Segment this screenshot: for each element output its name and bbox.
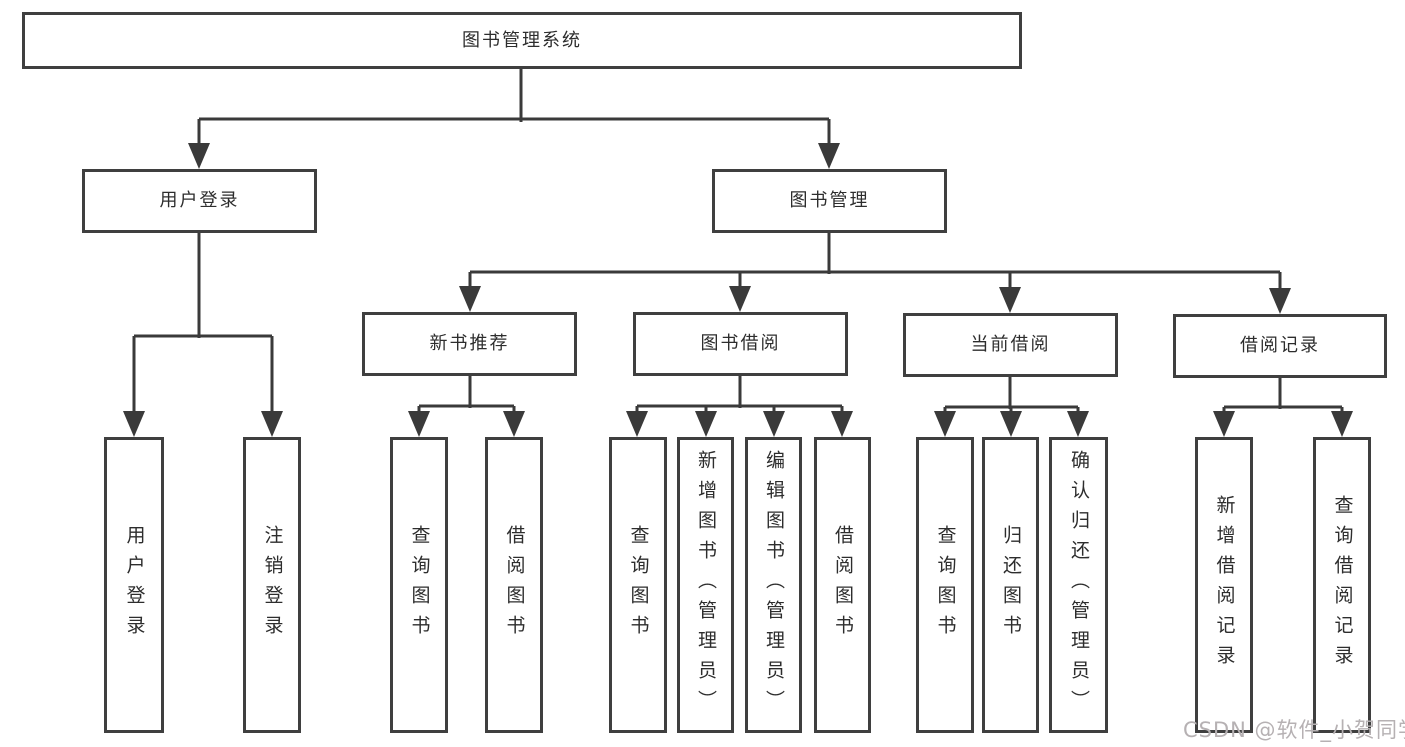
arrowhead: [999, 287, 1021, 313]
arrowhead: [1269, 288, 1291, 314]
leaf-confirm-return-admin: 确认归还（管理员）: [1049, 437, 1108, 733]
arrowhead: [188, 143, 210, 169]
node-book-borrowing: 图书借阅: [633, 312, 848, 376]
leaf-add-borrow-record: 新增借阅记录: [1195, 437, 1253, 733]
arrowhead: [261, 411, 283, 437]
arrowhead: [408, 411, 430, 437]
arrowhead: [626, 411, 648, 437]
node-current-borrowing: 当前借阅: [903, 313, 1118, 377]
leaf-edit-book-admin: 编辑图书（管理员）: [745, 437, 802, 733]
leaf-user-login: 用户登录: [104, 437, 164, 733]
arrowhead: [934, 411, 956, 437]
leaf-query-books-current: 查询图书: [916, 437, 974, 733]
leaf-query-books-borrowing: 查询图书: [609, 437, 667, 733]
arrowhead: [1331, 411, 1353, 437]
arrowhead: [763, 411, 785, 437]
leaf-borrow-books-recommend: 借阅图书: [485, 437, 543, 733]
node-book-management-branch: 图书管理: [712, 169, 947, 233]
leaf-add-book-admin: 新增图书（管理员）: [677, 437, 734, 733]
leaf-return-book: 归还图书: [982, 437, 1039, 733]
leaf-query-borrow-record: 查询借阅记录: [1313, 437, 1371, 733]
arrowhead: [818, 143, 840, 169]
csdn-watermark: CSDN @软件_小贺同学: [1183, 718, 1405, 742]
arrowhead: [831, 411, 853, 437]
leaf-logout: 注销登录: [243, 437, 301, 733]
node-library-management-system: 图书管理系统: [22, 12, 1022, 69]
arrowhead: [123, 411, 145, 437]
arrowhead: [729, 286, 751, 312]
leaf-query-books-recommend: 查询图书: [390, 437, 448, 733]
arrowhead: [1213, 411, 1235, 437]
arrowhead: [459, 286, 481, 312]
node-new-book-recommendation: 新书推荐: [362, 312, 577, 376]
arrowheads: [123, 143, 1353, 437]
leaf-borrow-books-borrowing: 借阅图书: [814, 437, 871, 733]
node-borrowing-records: 借阅记录: [1173, 314, 1387, 378]
arrowhead: [695, 411, 717, 437]
node-user-login-branch: 用户登录: [82, 169, 317, 233]
arrowhead: [1067, 411, 1089, 437]
arrowhead: [1000, 411, 1022, 437]
arrowhead: [503, 411, 525, 437]
